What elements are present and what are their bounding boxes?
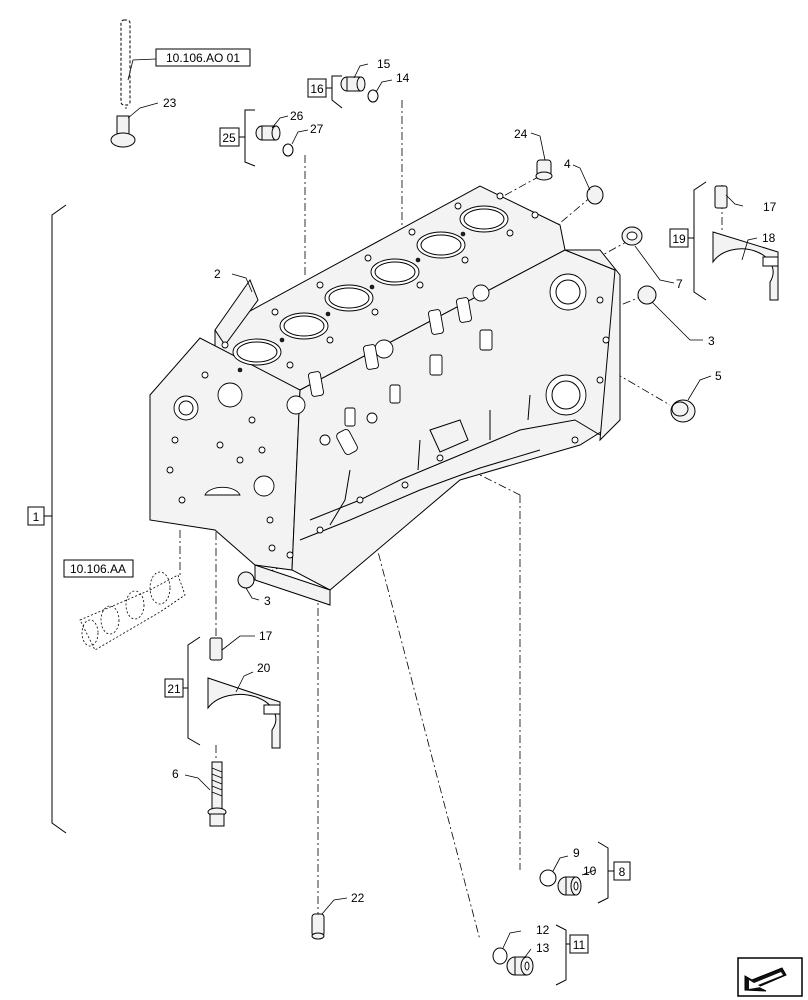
ref-camshaft-label: 10.106.AA: [70, 562, 126, 576]
callout-3-right: 3: [708, 334, 715, 348]
group-box-16: 16: [307, 78, 327, 98]
ref-top-label: 10.106.AO 01: [166, 51, 240, 65]
bushing-7: [621, 226, 643, 246]
plug-15: [340, 76, 366, 92]
callout-15: 15: [377, 57, 391, 71]
group-box-11: 11: [569, 934, 589, 954]
callout-18: 18: [762, 231, 776, 245]
callout-10: 10: [583, 864, 597, 878]
svg-text:1: 1: [33, 510, 40, 524]
ref-box-top[interactable]: 10.106.AO 01: [155, 48, 251, 67]
oring-14: [367, 89, 379, 103]
callout-4: 4: [564, 157, 571, 171]
cup-plug-5: [670, 399, 696, 423]
plug-26: [255, 125, 281, 141]
callout-5: 5: [715, 369, 722, 383]
brackets: [44, 75, 707, 986]
svg-text:8: 8: [619, 865, 626, 879]
group-box-25: 25: [219, 127, 240, 147]
plug-13: [506, 956, 534, 976]
oring-12: [492, 947, 508, 965]
svg-text:25: 25: [222, 131, 236, 145]
callout-23: 23: [163, 96, 177, 110]
bearing-cap-18: [712, 185, 779, 301]
callout-26: 26: [290, 109, 304, 123]
callout-17-front: 17: [259, 629, 273, 643]
callout-6: 6: [172, 767, 179, 781]
callout-labels: 23 15 14 26 27 24 4 2 17 18 7 3 5 3 17 2…: [163, 57, 777, 955]
callout-13: 13: [536, 941, 550, 955]
callout-2: 2: [214, 267, 221, 281]
group-box-19: 19: [669, 228, 689, 248]
plug-3-bottom: [237, 571, 255, 589]
leader-lines: [127, 58, 758, 958]
arrow-return-icon[interactable]: [737, 957, 803, 997]
callout-14: 14: [396, 71, 410, 85]
plug-10: [557, 876, 582, 896]
dowel-pin-23: [110, 19, 136, 148]
camshaft-sketch: [79, 571, 186, 651]
svg-text:21: 21: [167, 682, 181, 696]
group-box-1: 1: [27, 506, 45, 526]
plug-3-top: [637, 285, 657, 305]
callout-27: 27: [310, 122, 324, 136]
group-box-21: 21: [164, 678, 184, 698]
svg-text:11: 11: [573, 938, 586, 952]
oring-9: [539, 869, 557, 887]
callout-7: 7: [676, 277, 683, 291]
ref-box-camshaft[interactable]: 10.106.AA: [63, 559, 134, 578]
svg-text:16: 16: [310, 82, 324, 96]
group-box-8: 8: [613, 861, 631, 881]
callout-22: 22: [351, 891, 365, 905]
callout-3-left: 3: [264, 594, 271, 608]
deck-bolt-holes: [221, 192, 539, 373]
oring-27: [282, 143, 294, 157]
callout-17-rear: 17: [763, 200, 777, 214]
callout-12: 12: [536, 923, 550, 937]
svg-text:19: 19: [672, 232, 686, 246]
callout-9: 9: [573, 846, 580, 860]
plug-24: [535, 159, 553, 181]
plug-4: [586, 185, 604, 205]
callout-24: 24: [514, 127, 528, 141]
bearing-cap-20: [207, 637, 281, 749]
bolt-6: [207, 761, 227, 827]
callout-20: 20: [257, 661, 271, 675]
engine-block: [149, 185, 621, 606]
pin-22: [311, 913, 325, 940]
